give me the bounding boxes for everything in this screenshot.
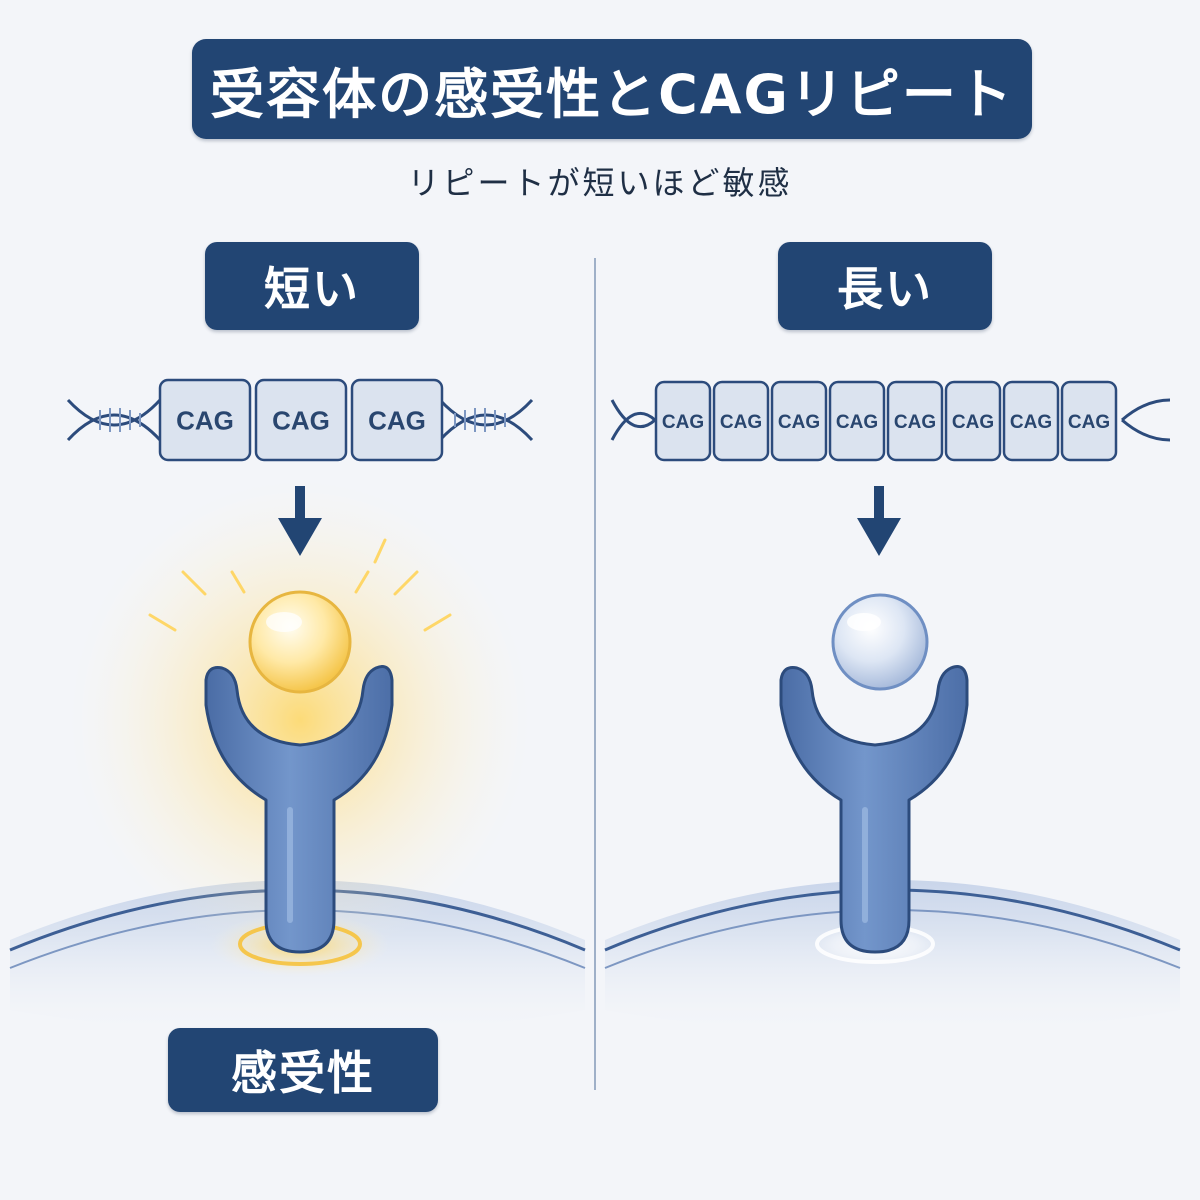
short-repeat-label: 短い <box>205 242 419 330</box>
right-cag-box <box>944 380 1002 462</box>
page-title: 受容体の感受性とCAGリピート <box>192 39 1032 139</box>
panel-divider <box>594 258 596 1090</box>
page-title-text: 受容体の感受性とCAGリピート <box>210 62 1014 126</box>
right-cag-label: CAG <box>662 412 704 433</box>
left-receptor <box>204 665 394 966</box>
right-cag-box <box>886 380 944 462</box>
left-ligand <box>248 590 352 694</box>
right-dna-strand <box>610 398 1171 442</box>
right-receptor <box>779 665 969 964</box>
left-cag-box <box>350 378 444 462</box>
right-ligand <box>831 593 929 691</box>
right-cag-repeats: CAG CAG CAG CAG CAG CAG CAG CAG <box>654 380 1118 462</box>
left-cag-repeats: CAG CAG CAG <box>158 378 444 462</box>
right-cag-box <box>712 380 770 462</box>
right-cag-label: CAG <box>894 412 936 433</box>
right-cag-label: CAG <box>952 412 994 433</box>
right-cag-box <box>1002 380 1060 462</box>
right-cag-box <box>1060 380 1118 462</box>
left-dna-strand <box>66 398 534 442</box>
long-repeat-label: 長い <box>778 242 992 330</box>
right-cag-label: CAG <box>778 412 820 433</box>
right-cag-box <box>654 380 712 462</box>
short-repeat-label-text: 短い <box>264 262 360 316</box>
left-down-arrow <box>278 486 322 556</box>
page-subtitle: リピートが短いほど敏感 <box>407 164 793 202</box>
left-cag-box <box>158 378 252 462</box>
right-cag-label: CAG <box>836 412 878 433</box>
left-cag-label: CAG <box>272 405 330 435</box>
right-cag-box <box>828 380 886 462</box>
right-cag-label: CAG <box>1010 412 1052 433</box>
long-repeat-label-text: 長い <box>837 262 933 316</box>
right-down-arrow <box>857 486 901 556</box>
left-cag-label: CAG <box>176 405 234 435</box>
left-cag-label: CAG <box>368 405 426 435</box>
left-cag-box <box>254 378 348 462</box>
right-cag-box <box>770 380 828 462</box>
right-cag-label: CAG <box>1068 412 1110 433</box>
sensitivity-label-text: 感受性 <box>231 1046 375 1100</box>
right-cag-label: CAG <box>720 412 762 433</box>
sensitivity-label: 感受性 <box>168 1028 438 1112</box>
